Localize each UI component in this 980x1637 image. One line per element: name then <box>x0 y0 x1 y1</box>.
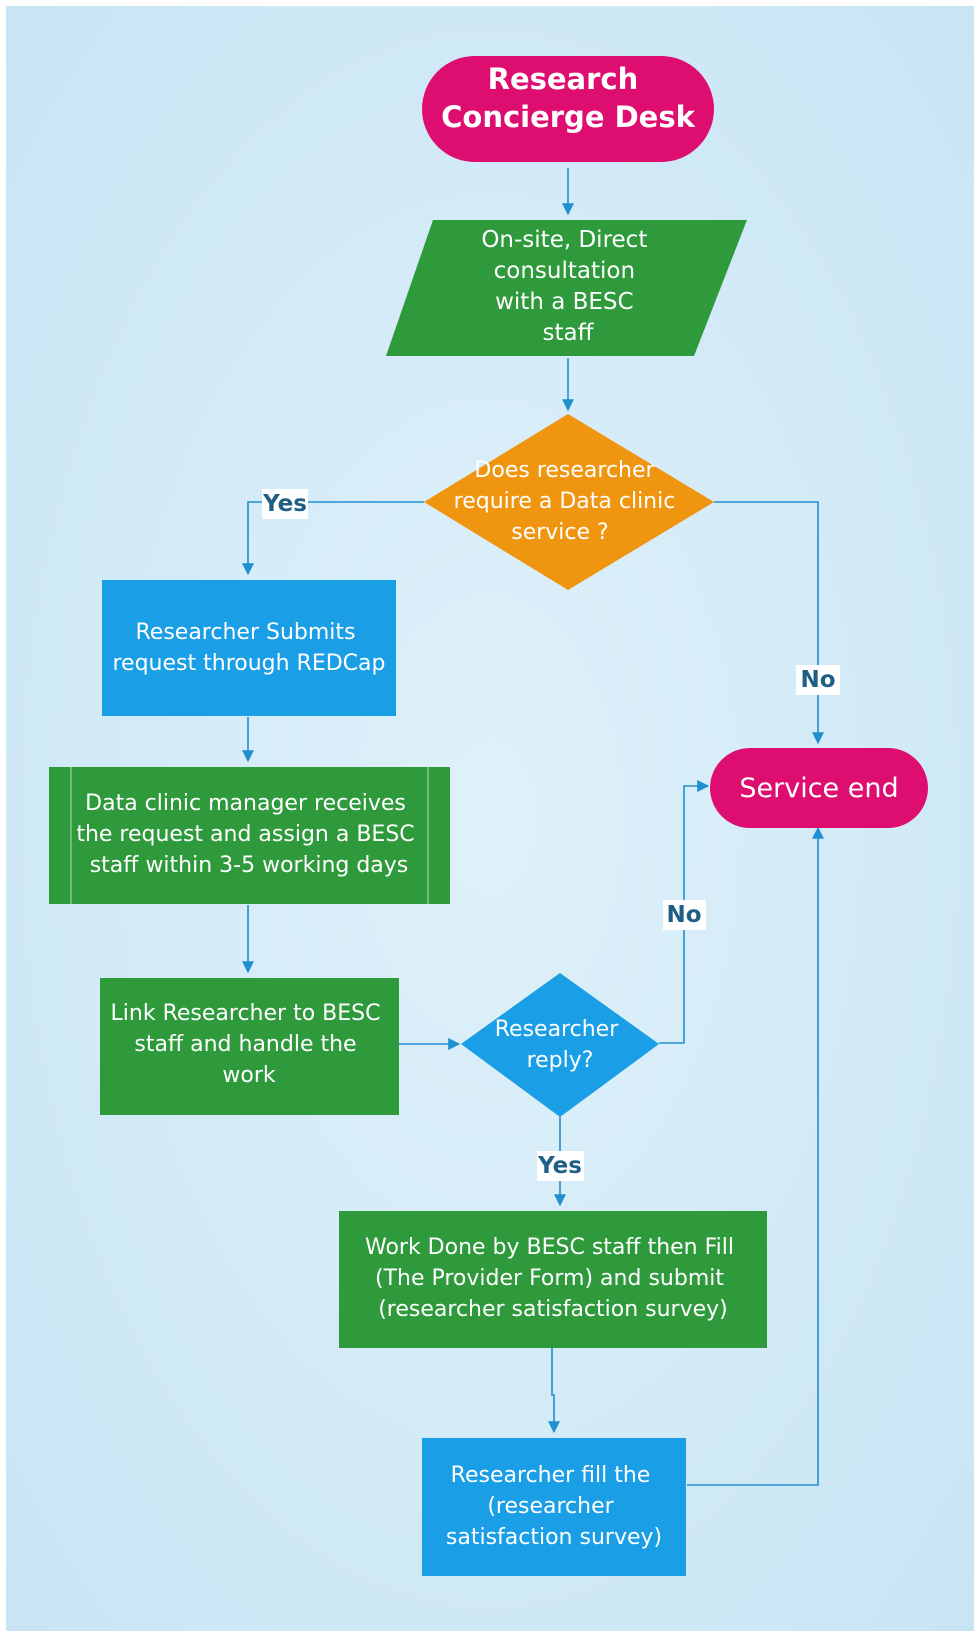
submit-request-box <box>102 580 396 716</box>
satisfaction-survey-text: Researcher fill the (researcher satisfac… <box>446 1463 662 1550</box>
start-line-1: Research <box>488 62 639 96</box>
submit-line-1: Researcher Submits <box>136 620 356 645</box>
work-done-text: Work Done by BESC staff then Fill (The P… <box>365 1235 741 1322</box>
survey-line-1: Researcher fill the <box>451 1463 651 1488</box>
link-researcher-box <box>100 978 399 1115</box>
manager-assign-text: Data clinic manager receives the request… <box>76 791 421 878</box>
consult-line-4: staff <box>543 320 595 346</box>
researcher-reply-decision <box>461 973 659 1117</box>
link-line-3: work <box>222 1063 275 1088</box>
reply-no-label-bg <box>663 900 706 930</box>
clinic-yes-label-bg <box>262 489 308 519</box>
clinic-yes-label: Yes <box>262 491 307 517</box>
service-end-terminal <box>710 748 928 828</box>
nodes <box>49 56 928 1576</box>
node-texts: Research Concierge Desk On-site, Direct … <box>76 62 898 1550</box>
clinic-no-label-bg <box>796 665 840 695</box>
start-terminal <box>422 56 714 162</box>
reply-yes-label: Yes <box>537 1153 582 1179</box>
start-line-2: Concierge Desk <box>441 100 695 134</box>
workdone-line-3: (researcher satisfaction survey) <box>378 1297 728 1322</box>
connector-decision-no-to-end <box>714 501 824 745</box>
clinic-no-label: No <box>800 667 835 693</box>
workdone-line-1: Work Done by BESC staff then Fill <box>365 1235 734 1260</box>
data-clinic-decision <box>424 414 714 590</box>
decision-clinic-line-2: require a Data clinic <box>454 489 676 514</box>
consult-line-1: On-site, Direct <box>481 227 647 253</box>
satisfaction-survey-box <box>422 1438 686 1576</box>
survey-line-3: satisfaction survey) <box>446 1525 662 1550</box>
survey-line-2: (researcher <box>487 1494 614 1519</box>
reply-no-label: No <box>666 902 701 928</box>
submit-request-text: Researcher Submits request through REDCa… <box>113 620 386 676</box>
link-line-1: Link Researcher to BESC <box>111 1001 381 1026</box>
work-done-box <box>339 1211 767 1348</box>
link-researcher-text: Link Researcher to BESC staff and handle… <box>111 1001 388 1088</box>
reply-yes-label-bg <box>537 1151 584 1181</box>
start-terminal-text: Research Concierge Desk <box>441 62 695 134</box>
consultation-parallelogram <box>386 220 747 356</box>
submit-line-2: request through REDCap <box>113 651 386 676</box>
consultation-text: On-site, Direct consultation with a BESC… <box>481 227 654 346</box>
reply-line-1: Researcher <box>495 1017 619 1042</box>
data-clinic-decision-text: Does researcher require a Data clinic se… <box>454 458 683 545</box>
decision-clinic-line-1: Does researcher <box>474 458 655 483</box>
service-end-text: Service end <box>739 773 898 804</box>
manager-assign-box <box>49 767 450 904</box>
edge-labels: Yes No No Yes <box>262 489 840 1181</box>
connectors <box>242 168 824 1486</box>
consult-line-3: with a BESC <box>495 289 633 315</box>
link-line-2: staff and handle the <box>134 1032 356 1057</box>
end-line-1: Service end <box>739 773 898 804</box>
decision-clinic-line-3: service ? <box>511 520 608 545</box>
researcher-reply-text: Researcher reply? <box>495 1017 626 1073</box>
workdone-line-2: (The Provider Form) and submit <box>375 1266 724 1291</box>
connector-workdone-to-survey <box>548 1348 560 1434</box>
reply-line-2: reply? <box>527 1048 594 1073</box>
manager-line-3: staff within 3-5 working days <box>90 853 409 878</box>
manager-line-1: Data clinic manager receives <box>85 791 406 816</box>
consult-line-2: consultation <box>494 258 635 284</box>
manager-line-2: the request and assign a BESC <box>76 822 414 847</box>
connector-survey-to-end <box>687 826 824 1486</box>
connector-decision-yes-to-submit <box>242 501 424 576</box>
